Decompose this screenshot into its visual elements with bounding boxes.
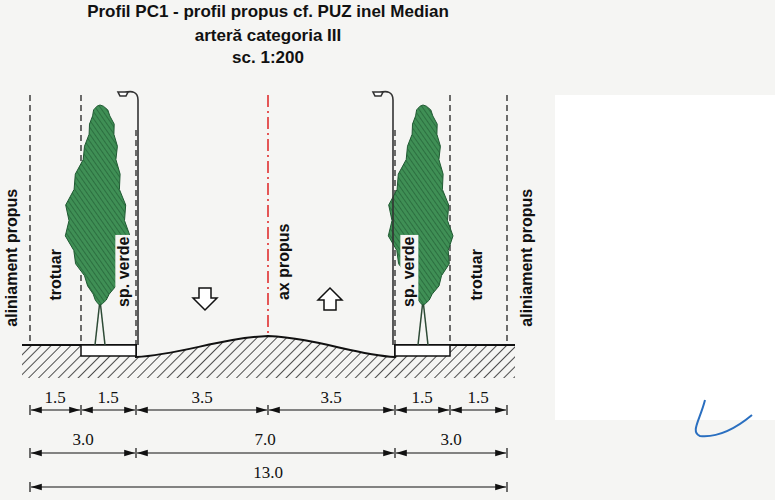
dimension-value: 1.5 — [44, 389, 65, 408]
title-text: sc. 1:200 — [232, 49, 304, 68]
dimension-value: 1.5 — [97, 389, 118, 408]
pen-mark — [696, 400, 752, 436]
title-text: arteră categoria III — [195, 27, 341, 46]
zone-label: aliniament propus — [518, 187, 536, 329]
dimension-value: 3.5 — [320, 389, 341, 408]
blank-panel — [555, 95, 775, 420]
dimension-value: 13.0 — [253, 464, 283, 483]
direction-arrow — [318, 288, 342, 310]
trees — [65, 105, 453, 345]
dimension-value: 7.0 — [254, 431, 275, 450]
zone-label: sp. verde — [115, 235, 133, 309]
zone-label: trotuar — [468, 247, 486, 303]
direction-arrow — [193, 288, 217, 310]
zone-label: sp. verde — [400, 235, 418, 309]
dimension-value: 3.0 — [72, 431, 93, 450]
dimension-value: 1.5 — [411, 389, 432, 408]
title-text: Profil PC1 - profil propus cf. PUZ inel … — [87, 3, 449, 22]
zone-label: ax propus — [275, 222, 293, 302]
dimension-lines — [30, 405, 507, 492]
street-lamps — [118, 92, 393, 345]
dimension-value: 1.5 — [467, 389, 488, 408]
zone-label: trotuar — [47, 247, 65, 303]
limit-lines — [30, 95, 507, 345]
dimension-value: 3.5 — [191, 389, 212, 408]
green-strip — [395, 345, 450, 356]
dimension-value: 3.0 — [440, 431, 461, 450]
green-strip — [81, 345, 136, 356]
axis-line — [267, 95, 269, 336]
zone-label: aliniament propus — [3, 187, 21, 329]
